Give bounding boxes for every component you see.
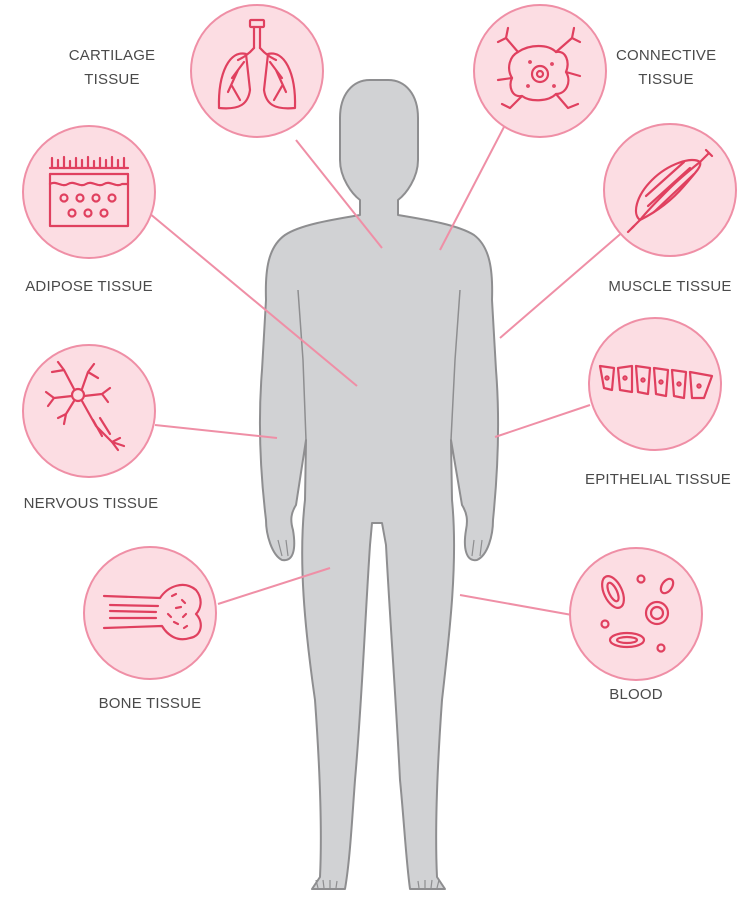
label-blood-text: BLOOD — [596, 683, 676, 707]
leader-line-connective — [440, 125, 505, 250]
label-connective-tissue: CONNECTIVE TISSUE — [616, 44, 716, 92]
circle-cartilage — [191, 5, 323, 137]
label-muscle-text: MUSCLE TISSUE — [597, 275, 743, 299]
label-connective-line2: TISSUE — [616, 68, 716, 92]
label-epithelial-tissue: EPITHELIAL TISSUE — [575, 468, 741, 492]
label-cartilage-tissue: CARTILAGE TISSUE — [62, 44, 162, 92]
label-cartilage-line2: TISSUE — [62, 68, 162, 92]
label-nervous-text: NERVOUS TISSUE — [14, 492, 168, 516]
label-blood: BLOOD — [596, 683, 676, 707]
label-bone-tissue: BONE TISSUE — [80, 692, 220, 716]
circle-adipose — [23, 126, 155, 258]
leader-line-epithelial — [495, 405, 590, 437]
label-nervous-tissue: NERVOUS TISSUE — [14, 492, 168, 516]
label-muscle-tissue: MUSCLE TISSUE — [597, 275, 743, 299]
circle-muscle — [604, 124, 736, 256]
label-adipose-tissue: ADIPOSE TISSUE — [14, 275, 164, 299]
circle-blood — [570, 548, 702, 680]
label-bone-text: BONE TISSUE — [80, 692, 220, 716]
label-adipose-text: ADIPOSE TISSUE — [14, 275, 164, 299]
leader-line-blood — [460, 595, 572, 615]
label-cartilage-line1: CARTILAGE — [62, 44, 162, 68]
human-body-silhouette — [260, 80, 498, 889]
label-epithelial-text: EPITHELIAL TISSUE — [575, 468, 741, 492]
circle-nervous — [23, 345, 155, 477]
body-outline — [260, 80, 498, 889]
label-connective-line1: CONNECTIVE — [616, 44, 716, 68]
leader-line-nervous — [155, 425, 277, 438]
